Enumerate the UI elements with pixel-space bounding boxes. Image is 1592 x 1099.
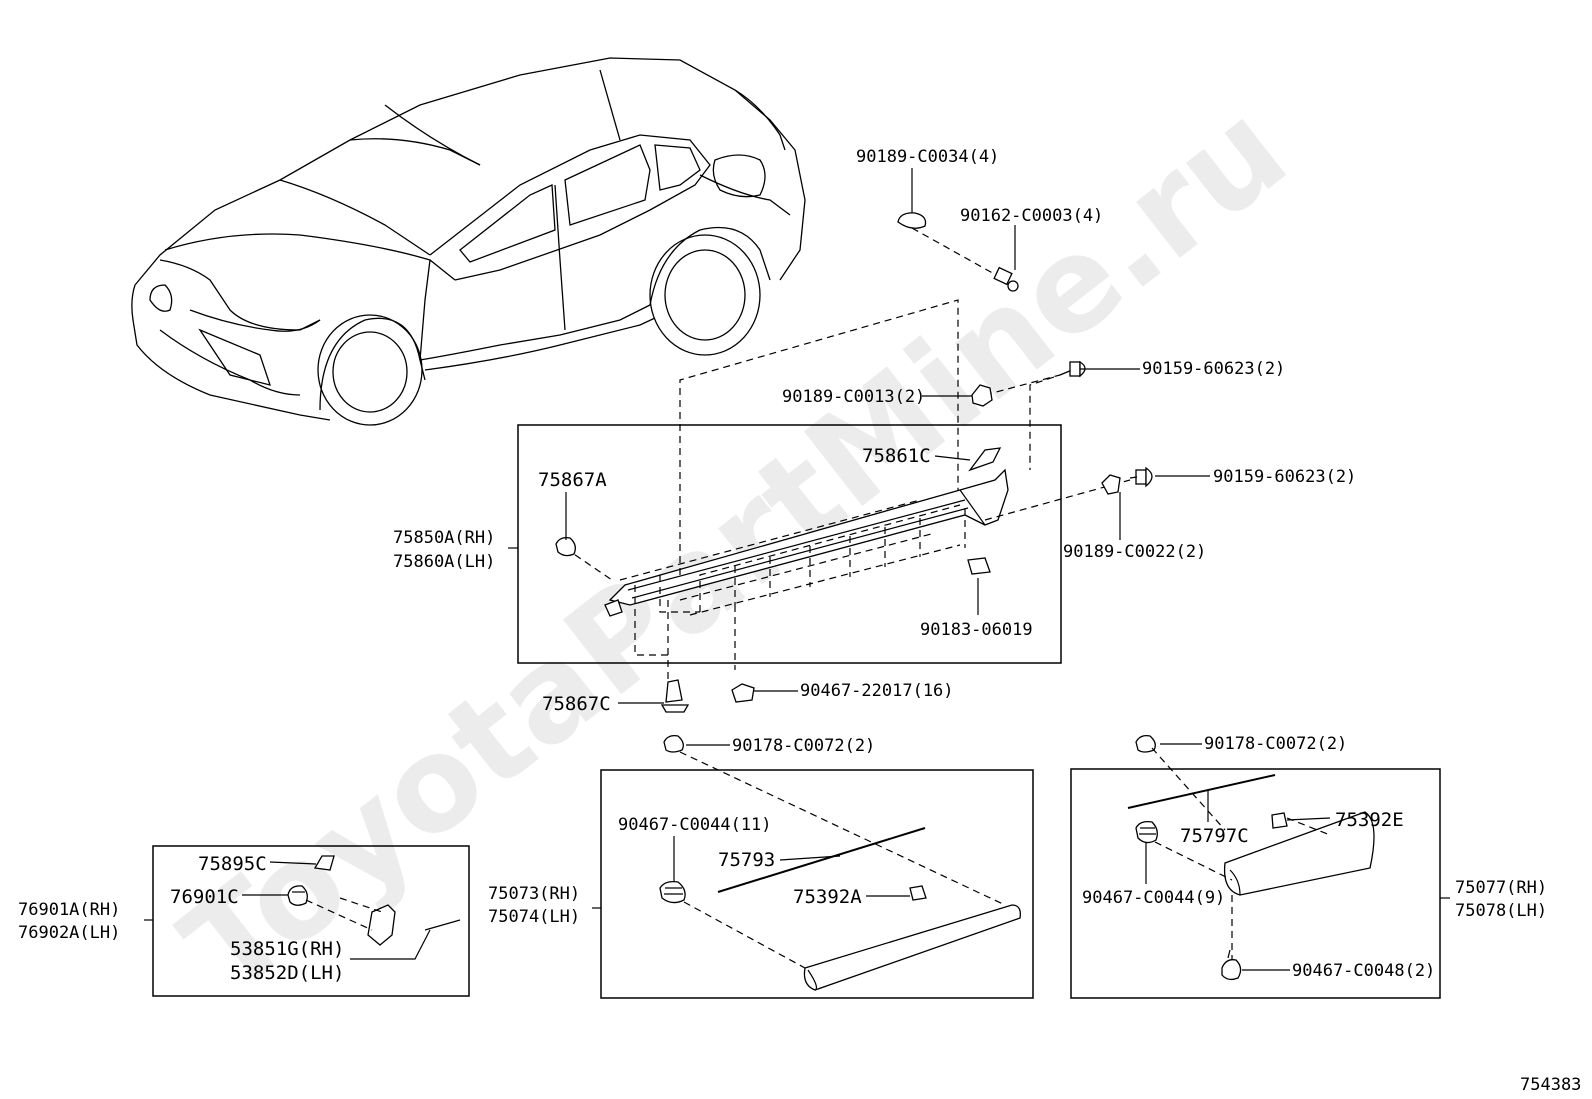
label-76902a: 76902A(LH) [18, 923, 120, 943]
mudguard-53851g-icon [367, 904, 396, 946]
clip-90189-c0034-icon [897, 212, 927, 229]
nut-90183-06019-icon [967, 557, 991, 575]
dash-leader [679, 299, 959, 575]
clip-75392a-icon [909, 885, 927, 901]
clip-90467-22017-icon [731, 683, 755, 703]
label-75861c: 75861C [862, 445, 931, 467]
dash-leader [984, 374, 1061, 470]
nut-90189-c0013-icon [971, 384, 993, 407]
clip-75867c-icon [660, 679, 690, 713]
label-75860a: 75860A(LH) [393, 552, 495, 572]
mudguard-strip [424, 919, 461, 931]
rocker-panel-part [604, 468, 1009, 617]
vehicle-illustration [131, 57, 806, 426]
nut-90178-c0072-b-icon [1135, 734, 1156, 753]
seal-75895c-icon [313, 855, 335, 871]
clip-75867a-icon [555, 536, 576, 557]
clip-90467-c0044-a-icon [659, 880, 686, 904]
rear-molding-leaders [1145, 743, 1450, 971]
screw-90162-c0003-icon [993, 266, 1019, 292]
clip-90467-c0048-icon [1221, 949, 1242, 981]
door-molding-rear-part [1223, 811, 1375, 896]
dash-leader [564, 547, 613, 581]
label-90162-c0003: 90162-C0003(4) [960, 206, 1103, 226]
label-90467-c0044-b: 90467-C0044(9) [1082, 888, 1225, 908]
label-90183-06019: 90183-06019 [920, 620, 1033, 640]
front-molding-leaders [592, 744, 1006, 969]
rocker-assembly-frame [517, 424, 1062, 664]
label-90178-c0072-b: 90178-C0072(2) [1204, 734, 1347, 754]
label-76901c: 76901C [170, 886, 239, 908]
label-75392e: 75392E [1335, 809, 1404, 831]
moulding-75861c-icon [968, 447, 1002, 472]
label-76901a: 76901A(RH) [18, 900, 120, 920]
label-90189-c0013: 90189-C0013(2) [782, 387, 925, 407]
diagram-id: 754383 [1520, 1075, 1581, 1095]
mudguard-leaders [144, 861, 431, 960]
label-75850a: 75850A(RH) [393, 528, 495, 548]
label-75074: 75074(LH) [488, 907, 580, 927]
nut-90189-c0022-icon [1101, 474, 1121, 495]
clip-dash-lines [619, 499, 966, 680]
tape-75797c [1127, 774, 1276, 809]
mudguard-frame [152, 845, 470, 997]
nut-90178-c0072-a-icon [663, 734, 684, 753]
label-53852d: 53852D(LH) [230, 962, 344, 984]
clip-90467-c0044-b-icon [1135, 820, 1158, 844]
screw-90159-60623-b-icon [1129, 466, 1153, 488]
door-molding-rear-frame [1070, 768, 1441, 999]
label-53851g: 53851G(RH) [230, 938, 344, 960]
label-90189-c0034: 90189-C0034(4) [856, 147, 999, 167]
clip-75392e-icon [1271, 812, 1288, 829]
door-molding-front-part [803, 904, 1021, 991]
label-75797c: 75797C [1180, 825, 1249, 847]
label-90467-c0044-a: 90467-C0044(11) [618, 815, 772, 835]
label-75073: 75073(RH) [488, 884, 580, 904]
label-90159-60623-b: 90159-60623(2) [1213, 467, 1356, 487]
label-75867a: 75867A [538, 469, 607, 491]
dash-leader [911, 227, 1006, 281]
clip-76901c-icon [287, 885, 308, 906]
label-75392a: 75392A [793, 886, 862, 908]
leader-lines [508, 168, 1210, 704]
label-90159-60623-a: 90159-60623(2) [1142, 359, 1285, 379]
label-90467-c0048: 90467-C0048(2) [1292, 961, 1435, 981]
label-90189-c0022: 90189-C0022(2) [1063, 542, 1206, 562]
label-75077: 75077(RH) [1455, 878, 1547, 898]
callout-labels: 90189-C0034(4) 90162-C0003(4) 90159-6062… [18, 147, 1581, 1095]
label-90467-22017: 90467-22017(16) [800, 681, 954, 701]
label-75078: 75078(LH) [1455, 901, 1547, 921]
label-75895c: 75895C [198, 853, 267, 875]
label-75867c: 75867C [542, 693, 611, 715]
door-molding-front-frame [600, 769, 1034, 999]
label-75793: 75793 [718, 849, 775, 871]
label-90178-c0072-a: 90178-C0072(2) [732, 736, 875, 756]
tape-75793 [717, 827, 926, 893]
